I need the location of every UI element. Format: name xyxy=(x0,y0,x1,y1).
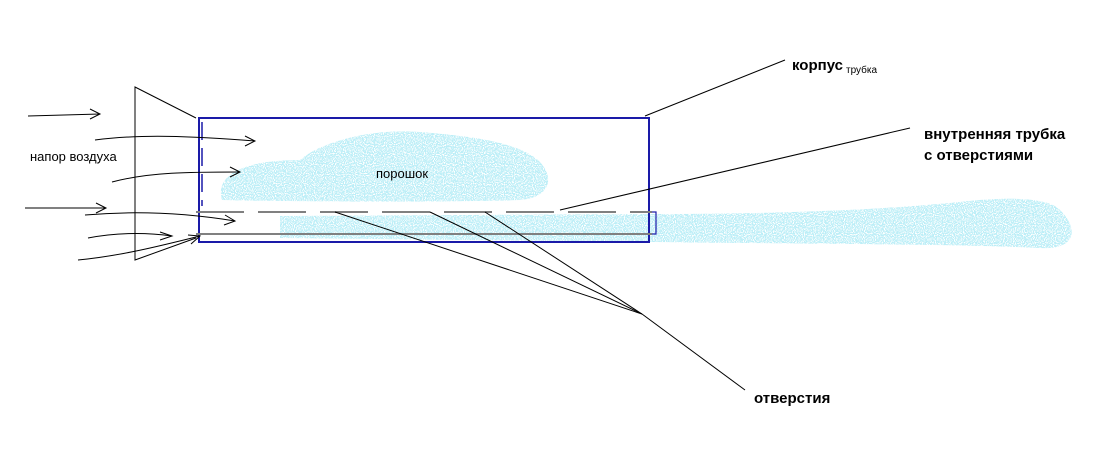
label-powder: порошок xyxy=(376,166,429,181)
inner-tube-extension xyxy=(648,211,657,235)
air-flow-arrows xyxy=(77,135,257,261)
label-air-pressure: напор воздуха xyxy=(30,149,117,164)
air-arrows-outside xyxy=(25,108,108,214)
label-inner-tube-line1: внутренняя трубка xyxy=(924,126,1066,143)
label-holes: отверстия xyxy=(754,390,831,407)
powder-stream xyxy=(280,198,1072,249)
leader-lines xyxy=(334,59,911,391)
label-body-sub: трубка xyxy=(846,65,878,76)
label-inner-tube-line2: с отверстиями xyxy=(924,147,1034,164)
funnel-outline xyxy=(134,86,197,261)
label-body-main: корпус xyxy=(792,57,844,74)
powder-cloud xyxy=(220,131,549,202)
